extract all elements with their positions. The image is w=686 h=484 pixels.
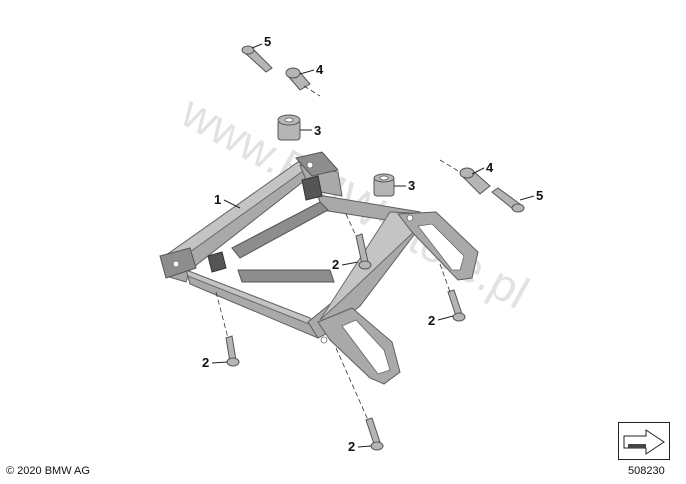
callout-2-right: 2 [428,313,454,328]
rubber-buffer-middle[interactable] [373,173,395,197]
svg-text:4: 4 [316,62,324,77]
svg-text:4: 4 [486,160,494,175]
svg-text:1: 1 [214,192,221,207]
mounting-frame[interactable] [159,151,479,385]
callout-1: 1 [214,192,241,209]
callout-5-top: 5 [251,34,271,49]
bolt-center[interactable] [345,213,372,270]
callout-5-right: 5 [519,188,543,203]
callout-2-bottom: 2 [348,439,372,454]
svg-text:5: 5 [536,188,543,203]
bolt-right-lower[interactable] [439,263,466,322]
callout-4-right: 4 [471,160,494,175]
svg-text:3: 3 [314,123,321,138]
diagram-number: 508230 [628,465,665,477]
next-page-arrow-icon[interactable] [618,422,670,460]
callout-4-top: 4 [299,62,324,77]
callout-2-center: 2 [332,257,359,272]
svg-text:2: 2 [348,439,355,454]
svg-text:2: 2 [332,257,339,272]
svg-text:2: 2 [202,355,209,370]
callout-2-left: 2 [202,355,228,370]
spacer-top[interactable] [285,67,321,97]
svg-text:2: 2 [428,313,435,328]
callout-3-top: 3 [300,123,321,138]
spacer-right[interactable] [439,159,491,195]
bolt-right[interactable] [491,187,525,213]
svg-text:5: 5 [264,34,271,49]
rubber-buffer-top[interactable] [277,114,301,141]
bolt-top[interactable] [241,45,273,73]
copyright-text: © 2020 BMW AG [6,465,90,477]
callout-3-mid: 3 [394,178,415,193]
svg-text:3: 3 [408,178,415,193]
